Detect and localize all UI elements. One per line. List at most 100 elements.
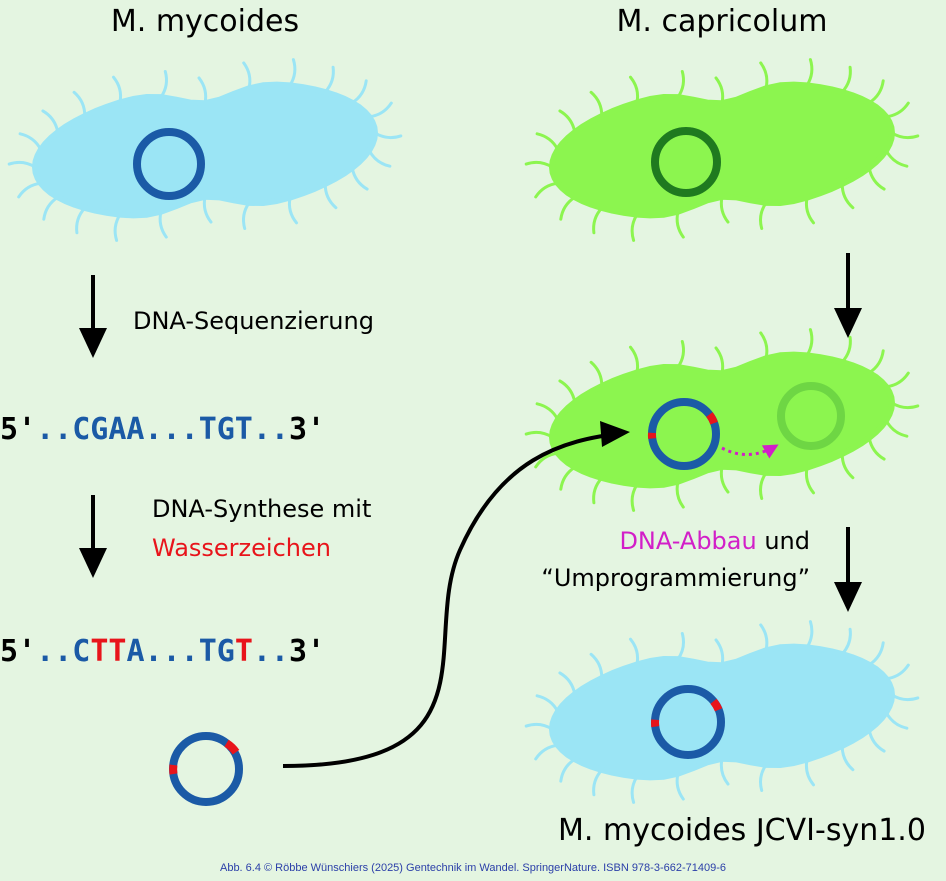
flagellum bbox=[323, 182, 338, 210]
flagellum bbox=[719, 465, 730, 494]
flagellum bbox=[41, 109, 60, 134]
flagellum bbox=[676, 632, 685, 661]
flagellum bbox=[524, 722, 554, 731]
seq1-codon1: CGAA bbox=[72, 412, 144, 447]
flagellum bbox=[287, 196, 298, 225]
flagellum bbox=[719, 195, 730, 224]
flagellum bbox=[630, 483, 639, 512]
flagellum bbox=[589, 360, 604, 388]
flagellum bbox=[805, 620, 814, 649]
flagellum bbox=[804, 758, 815, 787]
flagellum bbox=[629, 75, 640, 104]
flagellum bbox=[805, 58, 814, 87]
flagellum bbox=[890, 693, 920, 702]
flagellum bbox=[18, 132, 43, 152]
seq2-dots: .. bbox=[36, 634, 72, 669]
seq1-dots: ... bbox=[145, 412, 199, 447]
arrow-capricolum-down bbox=[834, 253, 862, 338]
flagellum bbox=[589, 90, 604, 118]
flagellum bbox=[840, 335, 852, 364]
watermark-mark bbox=[706, 412, 718, 425]
flagellum bbox=[804, 196, 815, 225]
flagellum bbox=[630, 775, 639, 804]
flagellum bbox=[559, 195, 577, 221]
flagellum bbox=[559, 465, 577, 491]
seq2-prime3: 3' bbox=[289, 634, 325, 669]
flagellum bbox=[367, 101, 393, 119]
mycoides-genome bbox=[133, 128, 205, 200]
mycoides-cell bbox=[7, 58, 403, 242]
title-mycoides: M. mycoides bbox=[111, 4, 299, 39]
seq2-watermark-tt: TT bbox=[90, 634, 126, 669]
flagellum bbox=[884, 663, 910, 681]
flagellum bbox=[534, 743, 560, 761]
seq2-tg: TG bbox=[199, 634, 235, 669]
label-degradation-und: und bbox=[757, 527, 810, 555]
flagellum bbox=[242, 61, 252, 90]
flagellum bbox=[759, 763, 768, 792]
flagellum bbox=[288, 58, 297, 87]
flagellum bbox=[524, 430, 554, 439]
flagellum bbox=[112, 75, 123, 104]
flagellum bbox=[17, 181, 43, 199]
flagellum bbox=[589, 652, 604, 680]
capricolum-genome bbox=[651, 127, 721, 197]
flagellum bbox=[867, 728, 886, 753]
flagellum bbox=[323, 65, 335, 94]
degraded-genome bbox=[777, 382, 845, 450]
flagellum bbox=[113, 213, 122, 242]
flagellum bbox=[840, 744, 855, 772]
flagellum bbox=[676, 70, 685, 99]
flagellum bbox=[676, 340, 685, 369]
flagellum bbox=[535, 402, 560, 422]
flagellum bbox=[867, 166, 886, 191]
flagellum bbox=[630, 213, 639, 242]
flagellum bbox=[805, 328, 814, 357]
flagellum bbox=[759, 331, 769, 360]
seq2-dots: .. bbox=[253, 634, 289, 669]
flagellum bbox=[840, 452, 855, 480]
flagellum bbox=[75, 206, 87, 235]
flagellum bbox=[629, 345, 640, 374]
flagellum bbox=[197, 76, 208, 105]
flagellum bbox=[719, 757, 730, 786]
capricolum-cell bbox=[524, 58, 920, 242]
flagellum bbox=[592, 768, 604, 797]
flagellum bbox=[675, 772, 685, 801]
seq1-prime5: 5' bbox=[0, 412, 36, 447]
flagellum bbox=[714, 638, 725, 667]
flagellum bbox=[840, 65, 852, 94]
cell-body bbox=[549, 81, 895, 219]
flagellum bbox=[759, 201, 768, 230]
flagellum bbox=[159, 70, 168, 99]
flagellum bbox=[714, 346, 725, 375]
syn-genome bbox=[650, 685, 725, 759]
flagellum bbox=[535, 694, 560, 714]
sequence-original: 5'..CGAA...TGT..3' bbox=[0, 412, 325, 447]
flagellum bbox=[714, 76, 725, 105]
synthesized-genome bbox=[169, 732, 243, 806]
arrow-reprogramming bbox=[834, 527, 862, 612]
flagellum bbox=[202, 195, 213, 224]
flagellum bbox=[72, 90, 87, 118]
flagellum bbox=[675, 480, 685, 509]
flagellum bbox=[867, 349, 885, 375]
degradation-arrow bbox=[721, 444, 779, 459]
flagellum bbox=[867, 436, 886, 461]
flagellum bbox=[884, 101, 910, 119]
flagellum bbox=[373, 131, 403, 140]
flagellum bbox=[884, 710, 909, 730]
flagellum bbox=[867, 79, 885, 105]
transplantation-arrow bbox=[282, 431, 625, 768]
recipient-cell bbox=[524, 328, 920, 512]
flagellum bbox=[524, 160, 554, 169]
title-syn: M. mycoides JCVI-syn1.0 bbox=[558, 813, 926, 848]
seq1-dots: .. bbox=[36, 412, 72, 447]
transplantation-arrowhead bbox=[600, 421, 630, 447]
label-synthesis-line1: DNA-Synthese mit bbox=[152, 495, 371, 523]
flagellum bbox=[867, 641, 885, 667]
flagellum bbox=[804, 466, 815, 495]
flagellum bbox=[759, 471, 768, 500]
seq2-dots: ... bbox=[145, 634, 199, 669]
